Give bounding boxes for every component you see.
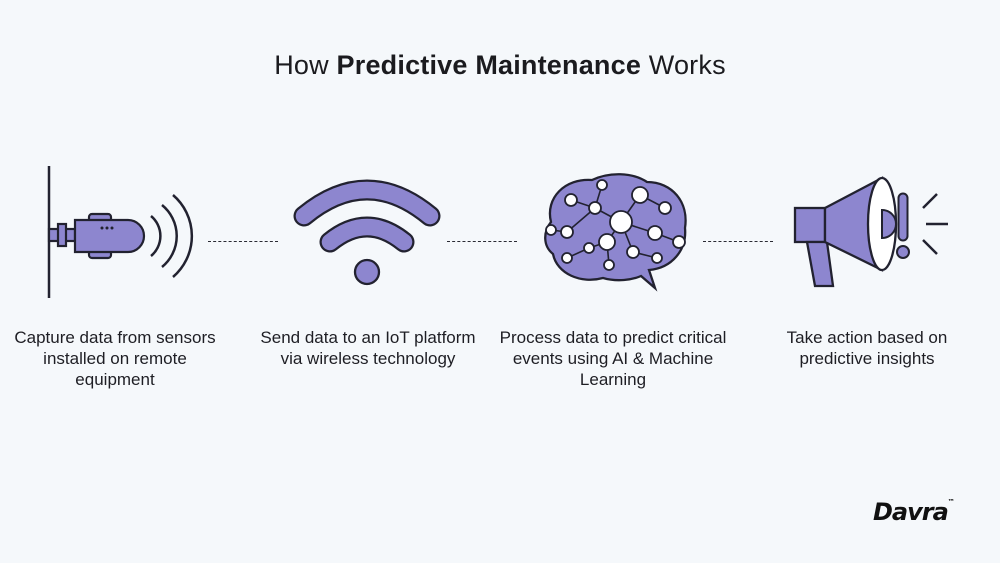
davra-logo: Davra™ — [873, 498, 955, 526]
connector-3 — [703, 241, 773, 242]
step-caption-action: Take action based on predictive insights — [786, 328, 948, 368]
page-title: How Predictive Maintenance Works — [274, 50, 726, 80]
sensor-icon — [47, 166, 194, 298]
title-emphasis: Predictive Maintenance — [336, 50, 642, 80]
wifi-icon — [293, 179, 441, 286]
connector-1 — [208, 241, 278, 242]
brain-network-icon — [544, 173, 687, 292]
megaphone-alert-icon — [793, 176, 948, 288]
connector-2 — [447, 241, 517, 242]
step-caption-capture: Capture data from sensors installed on r… — [14, 328, 216, 389]
step-caption-process: Process data to predict critical events … — [499, 328, 727, 389]
step-caption-send: Send data to an IoT platform via wireles… — [260, 328, 476, 368]
